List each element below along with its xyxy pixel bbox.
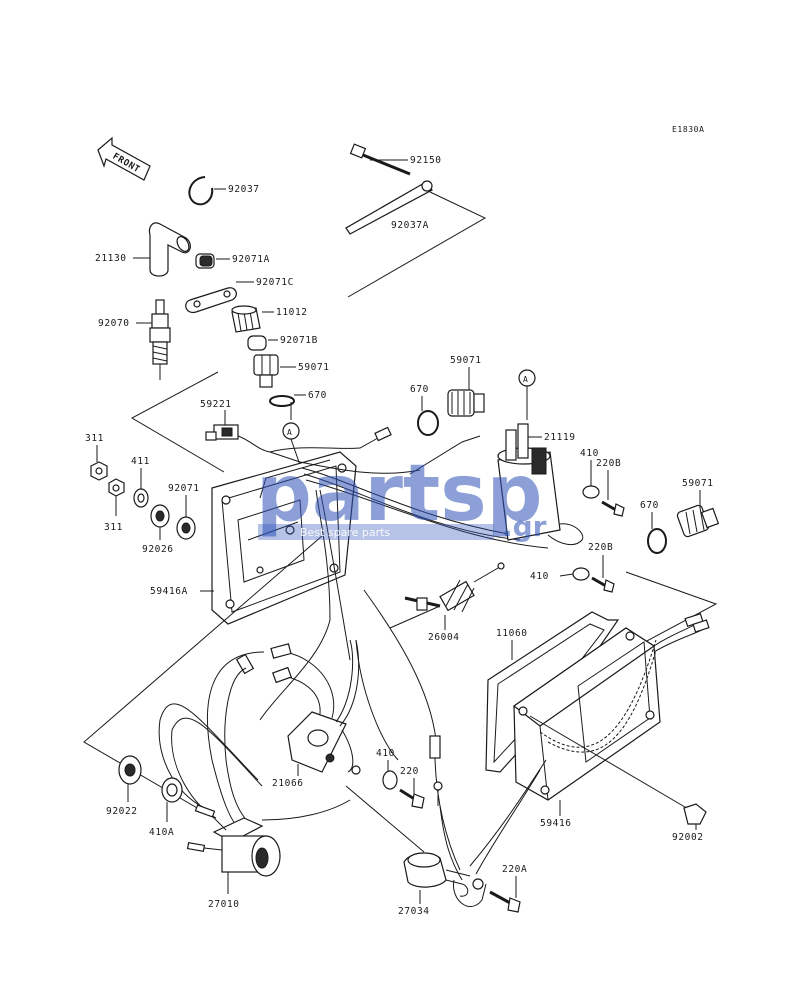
diagram-code: E1830A (672, 125, 705, 134)
label-92026: 92026 (142, 544, 174, 555)
label-59416: 59416 (540, 818, 572, 829)
label-410-b: 410 (530, 571, 549, 582)
nut-311-b (108, 478, 125, 497)
washer-410-c (382, 770, 398, 790)
control-box-59416 (512, 612, 710, 801)
label-92071C: 92071C (256, 277, 294, 288)
cap-nut-11012 (231, 305, 261, 333)
label-410A: 410A (149, 827, 174, 838)
watermark-main: partsp (256, 449, 542, 539)
label-92037A: 92037A (391, 220, 429, 231)
starter-relay-27010 (186, 804, 281, 877)
watermark-tagline: Best spare parts (300, 526, 390, 539)
fitting-59071-mid (253, 354, 279, 388)
ignition-coil-21119 (497, 423, 584, 546)
strap-92037A (345, 180, 433, 235)
label-21119: 21119 (544, 432, 576, 443)
washer-410-a (582, 485, 600, 499)
label-220A: 220A (502, 864, 527, 875)
label-311-b: 311 (104, 522, 123, 533)
watermark-logo: partsp .gr Best spare parts (256, 449, 547, 543)
label-21130: 21130 (95, 253, 127, 264)
bolt-220 (399, 788, 425, 809)
sensor-26004 (389, 562, 505, 629)
label-220B-a: 220B (596, 458, 621, 469)
front-arrow-icon: FRONT (97, 136, 151, 181)
label-410-a: 410 (580, 448, 599, 459)
label-26004: 26004 (428, 632, 460, 643)
fitting-59071-top (447, 389, 485, 417)
label-92022: 92022 (106, 806, 138, 817)
label-27034: 27034 (398, 906, 430, 917)
label-92037: 92037 (228, 184, 260, 195)
o-ring-670-a (269, 395, 295, 407)
label-11012: 11012 (276, 307, 308, 318)
bolt-220B-b (591, 576, 615, 593)
label-311-a: 311 (85, 433, 104, 444)
watermark-suffix: .gr (502, 510, 547, 543)
label-220B-b: 220B (588, 542, 613, 553)
label-92070: 92070 (98, 318, 130, 329)
label-410-c: 410 (376, 748, 395, 759)
nut-311-a (90, 461, 108, 481)
label-92071A: 92071A (232, 254, 270, 265)
main-wires (158, 589, 547, 881)
spark-plug-92070 (149, 299, 171, 380)
fitting-59071-right (676, 504, 720, 538)
label-92071B: 92071B (280, 335, 318, 346)
bolt-220B-a (601, 500, 625, 517)
rectifier-21066 (270, 639, 361, 775)
washer-411 (133, 488, 149, 508)
washer-92022 (118, 755, 142, 785)
bolt-92002 (529, 715, 707, 825)
washer-410A (161, 777, 183, 803)
grommet-92071 (176, 516, 196, 540)
bolt-92150 (349, 143, 411, 176)
grommet-92071A (195, 253, 215, 269)
o-ring-670-b (417, 410, 439, 436)
label-670-a: 670 (308, 390, 327, 401)
bracket-59416A (211, 451, 357, 625)
ref-marker-a-right: A (523, 375, 528, 384)
washer-410-b (572, 567, 590, 581)
label-92071: 92071 (168, 483, 200, 494)
washer-92026 (150, 504, 170, 528)
label-21066: 21066 (272, 778, 304, 789)
wiring-harness (269, 426, 549, 661)
plug-cap-21130 (148, 222, 191, 277)
label-59071-right: 59071 (682, 478, 714, 489)
grommet-92071B (247, 335, 267, 351)
connector-59221 (205, 424, 239, 441)
label-220: 220 (400, 766, 419, 777)
label-92150: 92150 (410, 155, 442, 166)
o-ring-670-c (647, 528, 667, 554)
label-59221: 59221 (200, 399, 232, 410)
plate-92071C (185, 287, 237, 314)
label-411: 411 (131, 456, 150, 467)
bolt-220A (489, 890, 521, 913)
clamp-92037 (188, 176, 214, 206)
label-59071-mid: 59071 (298, 362, 330, 373)
ref-marker-a-left: A (287, 428, 292, 437)
label-59416A: 59416A (150, 586, 188, 597)
label-27010: 27010 (208, 899, 240, 910)
label-59071-top: 59071 (450, 355, 482, 366)
label-92002: 92002 (672, 832, 704, 843)
label-670-b: 670 (410, 384, 429, 395)
terminal-27034 (403, 852, 487, 907)
label-670-c: 670 (640, 500, 659, 511)
label-11060: 11060 (496, 628, 528, 639)
